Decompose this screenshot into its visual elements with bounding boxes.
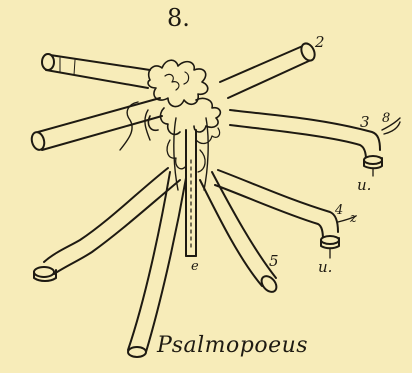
label-z: z xyxy=(350,212,357,225)
label-4: 4 xyxy=(335,204,343,217)
label-e: e xyxy=(191,260,199,273)
pipe-upper-right xyxy=(220,41,317,98)
arm-lower-left xyxy=(34,102,180,281)
label-3: 3 xyxy=(360,115,370,130)
pipe-middle-left xyxy=(30,98,162,151)
pipe-upper-left xyxy=(42,54,150,88)
figure-caption: Psalmopoeus xyxy=(157,335,308,357)
figure-number: 8. xyxy=(167,6,190,30)
label-2: 2 xyxy=(315,35,325,50)
label-u-upper: u. xyxy=(357,178,371,193)
label-5: 5 xyxy=(269,254,279,269)
label-u-lower: u. xyxy=(318,260,332,275)
arm-3 xyxy=(230,110,400,176)
label-8: 8 xyxy=(382,112,390,125)
